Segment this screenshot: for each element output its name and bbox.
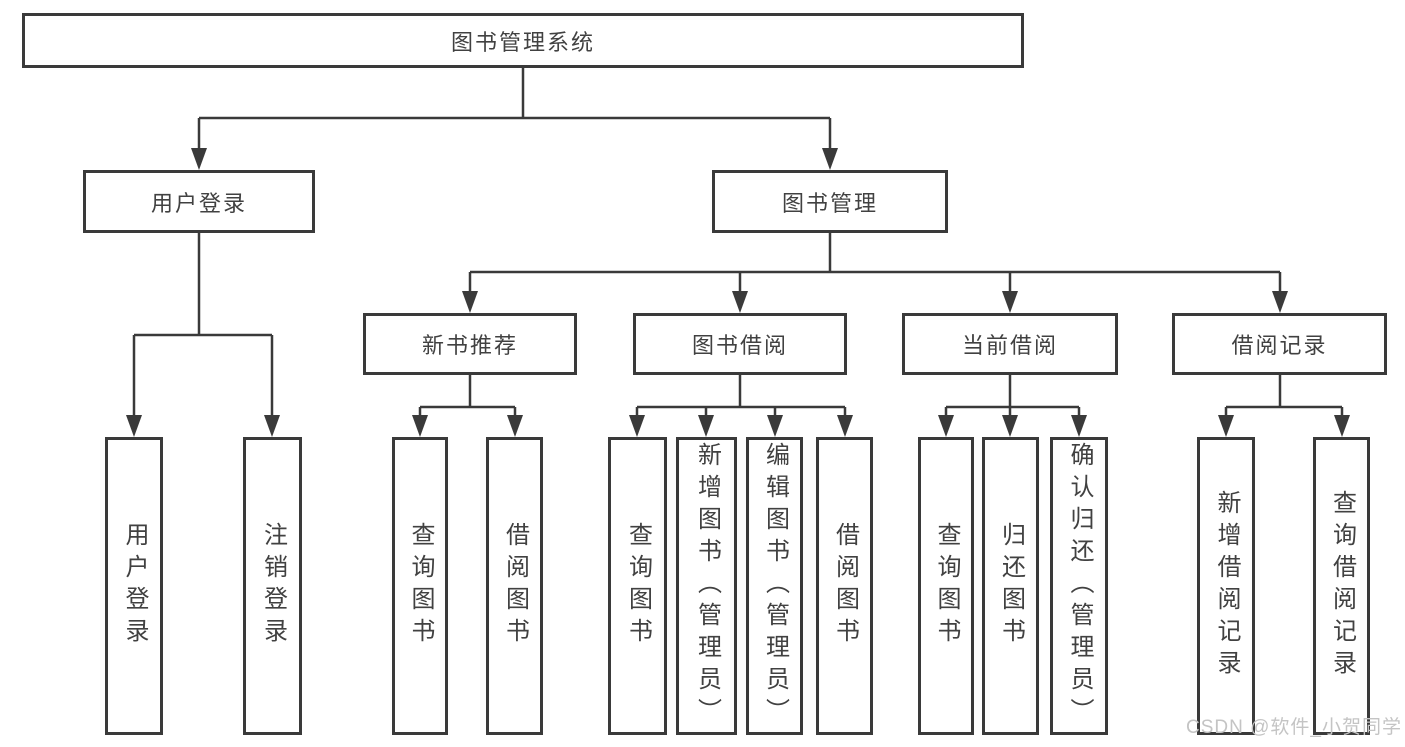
leaf-query-book-current: 查询图书 [918, 437, 974, 735]
node-new-book-recommend: 新书推荐 [363, 313, 577, 375]
node-root-system: 图书管理系统 [22, 13, 1024, 68]
leaf-return-book: 归还图书 [982, 437, 1039, 735]
leaf-confirm-return-admin: 确认归还（管理员） [1050, 437, 1108, 735]
leaf-borrow-book: 借阅图书 [816, 437, 873, 735]
node-book-borrow: 图书借阅 [633, 313, 847, 375]
leaf-logout: 注销登录 [243, 437, 302, 735]
leaf-add-borrow-record: 新增借阅记录 [1197, 437, 1255, 735]
node-book-management: 图书管理 [712, 170, 948, 233]
leaf-query-borrow-record: 查询借阅记录 [1313, 437, 1370, 735]
node-user-login: 用户登录 [83, 170, 315, 233]
leaf-query-book-borrow: 查询图书 [608, 437, 667, 735]
node-borrow-record: 借阅记录 [1172, 313, 1387, 375]
leaf-user-login: 用户登录 [105, 437, 163, 735]
leaf-edit-book-admin: 编辑图书（管理员） [746, 437, 803, 735]
leaf-add-book-admin: 新增图书（管理员） [676, 437, 737, 735]
leaf-borrow-book-recommend: 借阅图书 [486, 437, 543, 735]
node-current-borrow: 当前借阅 [902, 313, 1118, 375]
watermark: CSDN @软件_小贺同学 [1186, 717, 1402, 738]
leaf-query-book-recommend: 查询图书 [392, 437, 448, 735]
arrowheads [126, 148, 1350, 437]
